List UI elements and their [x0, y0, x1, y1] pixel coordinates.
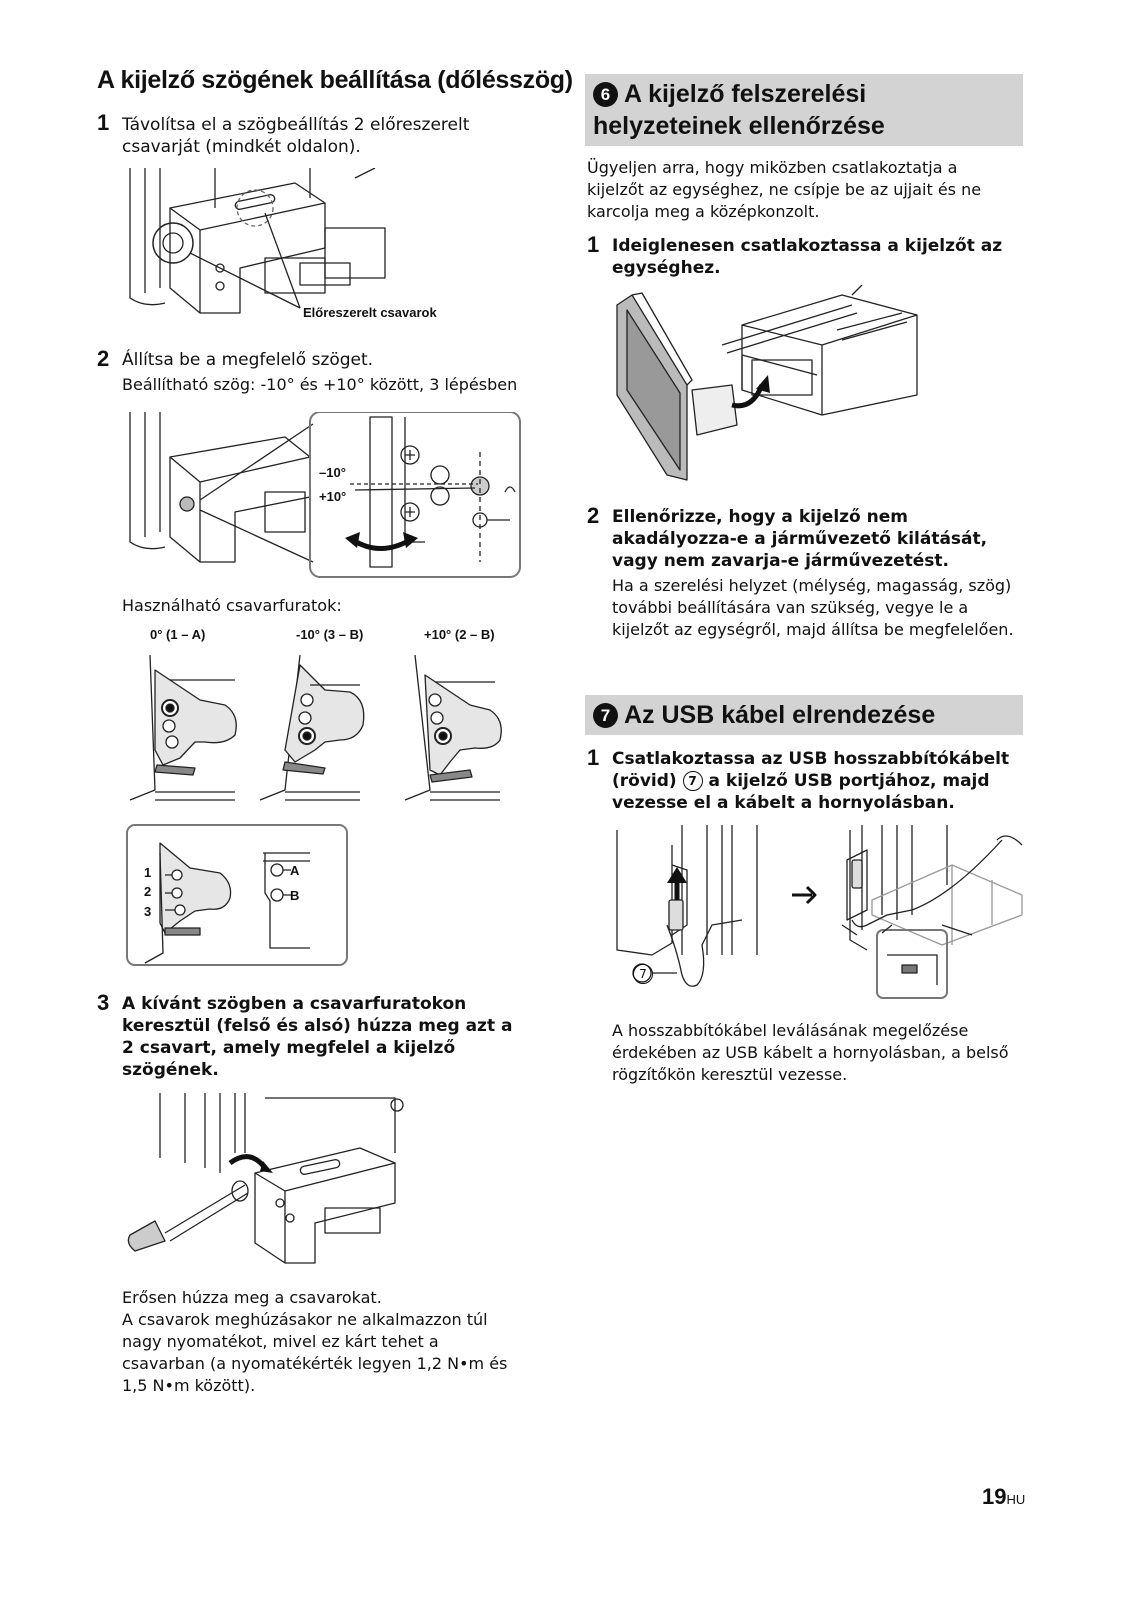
legend-3: 3 — [144, 904, 152, 919]
section-7-number: 7 — [593, 703, 618, 728]
figure-screwdriver — [127, 1093, 404, 1264]
sec6-step-1-number: 1 — [587, 232, 600, 257]
cable-ref-7: 7 — [682, 771, 703, 791]
hole-option-0: 0° (1 – A) — [150, 627, 206, 642]
step-1-number: 1 — [97, 110, 110, 135]
label-plus-10: +10° — [319, 489, 347, 504]
sec6-step-2-number: 2 — [587, 503, 600, 528]
hole-option-plus10: +10° (2 – B) — [424, 627, 495, 642]
figure-display-attach — [616, 285, 918, 481]
figure-angle-adjust — [129, 412, 521, 578]
section-7-note: A hosszabbítókábel leválásának megelőzés… — [612, 1021, 1009, 1084]
sec6-step-1-text: Ideiglenesen csatlakoztassa a kijelzőt a… — [612, 236, 1003, 278]
hole-option-minus10: -10° (3 – B) — [296, 627, 364, 642]
holes-title: Használható csavarfuratok: — [122, 596, 342, 615]
section-6-intro: Ügyeljen arra, hogy miközben csatlakozta… — [587, 158, 982, 221]
section-6-title-text: A kijelző felszerelési helyzeteinek elle… — [593, 80, 885, 140]
page-number: 19HU — [982, 1484, 1025, 1510]
legend-b: B — [290, 888, 300, 903]
step-3-text: A kívánt szögben a csavarfuratokon keres… — [122, 994, 513, 1080]
sec6-step-2-text: Ellenőrizze, hogy a kijelző nem akadályo… — [612, 507, 988, 571]
legend-a: A — [290, 863, 300, 878]
figure-hole-positions — [129, 654, 502, 801]
step-3-note-2: A csavarok meghúzásakor ne alkalmazzon t… — [122, 1310, 508, 1395]
fig-ref-7-label: 7 — [633, 964, 653, 984]
sec7-step-1-text-a: Csatlakoztassa az USB hosszabbítókábelt … — [612, 749, 1010, 791]
legend-2: 2 — [144, 884, 152, 899]
section-title-tilt: A kijelző szögének beállítása (dőlésszög… — [97, 66, 573, 94]
legend-1: 1 — [144, 865, 152, 880]
step-3-note-1: Erősen húzza meg a csavarokat. — [122, 1288, 382, 1307]
page-lang: HU — [1006, 1492, 1026, 1507]
sec7-step-1-text-b: a kijelző USB portjához, majd vezesse el… — [612, 771, 990, 813]
figure-preassembled-screws — [129, 168, 386, 314]
step-1-text: Távolítsa el a szögbeállítás 2 előreszer… — [122, 115, 470, 157]
label-minus-10: –10° — [319, 465, 346, 480]
section-7-title-text: Az USB kábel elrendezése — [624, 701, 936, 729]
sec7-step-1-text: Csatlakoztassa az USB hosszabbítókábelt … — [612, 748, 1012, 814]
section-6-number: 6 — [593, 82, 618, 107]
figure-usb-routing — [616, 825, 1023, 999]
sec7-step-1-number: 1 — [587, 745, 600, 770]
fig-ref-7: 7 — [633, 964, 653, 984]
step-2-sub: Beállítható szög: -10° és +10° között, 3… — [122, 375, 518, 394]
step-2-text: Állítsa be a megfelelő szöget. — [122, 350, 374, 370]
sec6-step-2-sub: Ha a szerelési helyzet (mélység, magassá… — [612, 576, 1014, 639]
step-2-number: 2 — [97, 346, 110, 371]
figure-hole-legend — [126, 824, 348, 966]
step-3-number: 3 — [97, 990, 110, 1015]
page-number-value: 19 — [982, 1484, 1007, 1509]
fig1-label: Előreszerelt csavarok — [303, 305, 437, 320]
